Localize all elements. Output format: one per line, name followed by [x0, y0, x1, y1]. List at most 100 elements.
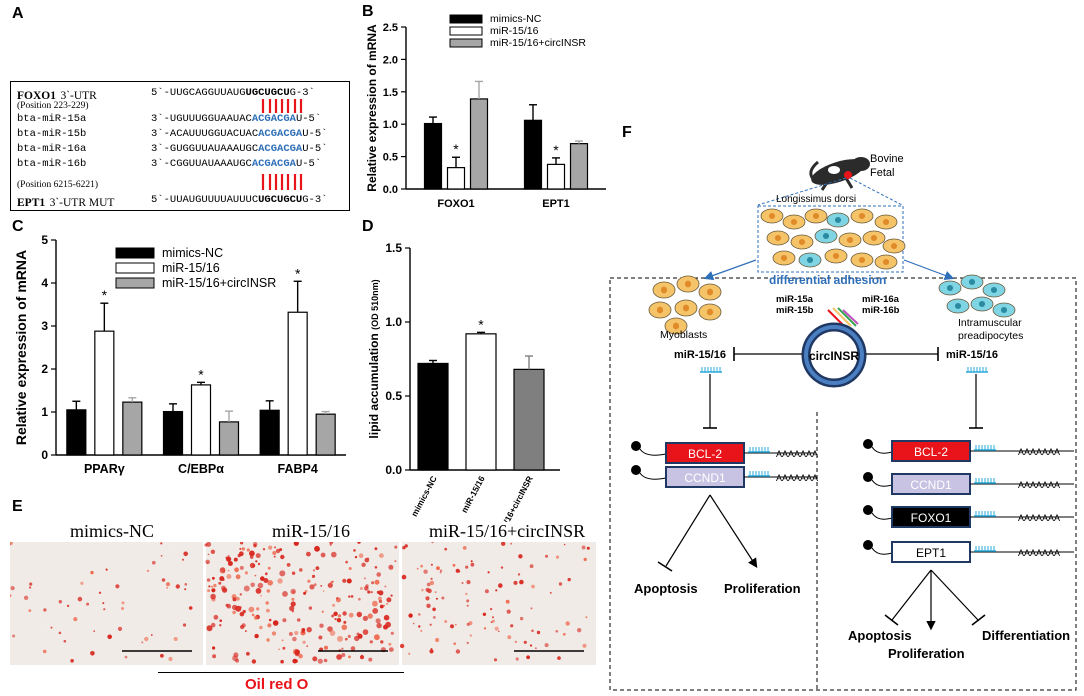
y-axis-label: lipid accumulation (OD 510nm)	[367, 279, 381, 438]
lipid-droplet	[10, 586, 15, 591]
lipid-droplet	[440, 569, 443, 572]
lipid-droplet	[207, 589, 211, 593]
lipid-droplet	[184, 583, 188, 586]
lipid-droplet	[268, 618, 272, 622]
lipid-droplet	[184, 588, 187, 591]
lipid-droplet	[529, 644, 533, 647]
lipid-droplet	[341, 624, 348, 631]
lipid-droplet	[146, 569, 150, 573]
tissue-cell	[882, 238, 906, 254]
lipid-droplet	[426, 582, 431, 587]
lipid-droplet	[376, 622, 382, 629]
lipid-droplet	[266, 589, 271, 593]
lipid-droplet	[226, 574, 232, 579]
y-tick-label: 1.0	[385, 315, 402, 329]
lipid-droplet	[315, 566, 320, 570]
panel-label-d: D	[362, 218, 374, 235]
tissue-cell	[804, 208, 828, 224]
lipid-droplet	[294, 649, 300, 655]
lipid-droplet	[259, 625, 263, 630]
lipid-droplet	[211, 588, 216, 593]
lipid-droplet	[386, 597, 392, 603]
lipid-droplet	[10, 594, 12, 597]
y-tick-label: 5	[41, 233, 48, 247]
mirna-15b: bta-miR-15b	[17, 128, 87, 140]
lipid-droplet	[182, 623, 187, 627]
lipid-droplet	[515, 657, 519, 661]
lipid-droplet	[244, 571, 248, 575]
mir-left-label: miR-15/16	[674, 349, 726, 361]
lipid-droplet	[212, 646, 216, 650]
lipid-droplet	[565, 621, 570, 626]
lipid-droplet	[213, 614, 219, 620]
lipid-droplet	[348, 612, 354, 618]
lipid-droplet	[286, 563, 291, 567]
tissue-cell-nucleus	[858, 213, 866, 219]
foxo1-seq: 5`-UUGCAGGUUAUGUGCUGCUG-3`	[151, 87, 315, 99]
bar	[190, 384, 212, 456]
lipid-droplet	[439, 571, 442, 574]
bar	[513, 368, 545, 471]
lipid-droplet	[320, 552, 326, 558]
lipid-droplet	[266, 638, 270, 642]
tissue-box	[757, 205, 904, 273]
lipid-droplet	[212, 654, 217, 659]
lipid-droplet	[291, 597, 295, 601]
circinsr-label: circINSR	[809, 349, 859, 363]
tissue-cell-nucleus	[882, 259, 890, 265]
lipid-droplet	[107, 634, 112, 640]
lipid-droplet	[279, 548, 283, 552]
lipid-droplet	[523, 640, 527, 644]
legend-swatch	[449, 26, 483, 36]
lipid-droplet	[50, 626, 53, 629]
foxo1-row: FOXO1 3`-UTR	[17, 86, 97, 104]
lipid-droplet	[368, 657, 373, 662]
oil-red-bracket	[158, 672, 404, 673]
lipid-droplet	[243, 585, 250, 592]
left-proliferation-label: Proliferation	[724, 581, 801, 596]
lipid-droplet	[470, 560, 473, 563]
lipid-droplet	[378, 596, 382, 601]
lipid-droplet	[331, 551, 337, 558]
category-label: miR-15/16	[459, 474, 487, 514]
lipid-droplet	[492, 616, 494, 619]
lipid-droplet	[562, 632, 566, 636]
lipid-droplet	[121, 601, 125, 605]
lipid-droplet	[365, 584, 369, 588]
lipid-droplet	[267, 623, 272, 628]
lipid-droplet	[483, 627, 487, 630]
seq-plain: 3`-ACAUUUGGUACUAC	[151, 128, 259, 140]
lipid-droplet	[63, 639, 67, 643]
lipid-droplet	[529, 564, 534, 569]
lipid-droplet	[408, 613, 413, 618]
significance-star: *	[453, 141, 459, 157]
lipid-droplet	[266, 608, 270, 613]
lipid-droplet	[383, 614, 390, 621]
lipid-droplet	[416, 567, 419, 570]
differential-adhesion-label: differential adhesion	[769, 273, 886, 287]
lipid-droplet	[320, 585, 323, 587]
lipid-droplet	[535, 647, 537, 650]
lipid-droplet	[232, 604, 238, 611]
seq-seed: UGCUGCU	[258, 194, 303, 206]
preadipocyte-nucleus	[954, 303, 962, 309]
myoblast-nucleus	[706, 308, 714, 316]
mirna-strand-left-icon	[700, 367, 722, 373]
category-label: C/EBPα	[178, 462, 224, 476]
myoblast	[676, 275, 700, 293]
panel-e-title-3: miR-15/16+circINSR	[429, 521, 586, 541]
left-polya-1: AAAAAAA	[776, 449, 818, 459]
mirna-16b-seq: 3`-CGGUUAUAAAUGCACGACGAU-5`	[151, 158, 321, 170]
lipid-droplet	[482, 612, 487, 616]
preadipocyte	[938, 280, 962, 296]
lipid-droplet	[282, 591, 288, 597]
myoblast-nucleus	[684, 280, 692, 288]
lipid-droplet	[90, 570, 94, 575]
panel-e-title-1: mimics-NC	[70, 521, 154, 541]
lipid-droplet	[253, 542, 258, 547]
lipid-droplet	[318, 635, 323, 640]
y-axis-label: Relative expression of mRNA	[365, 24, 379, 192]
lipid-droplet	[253, 615, 258, 620]
